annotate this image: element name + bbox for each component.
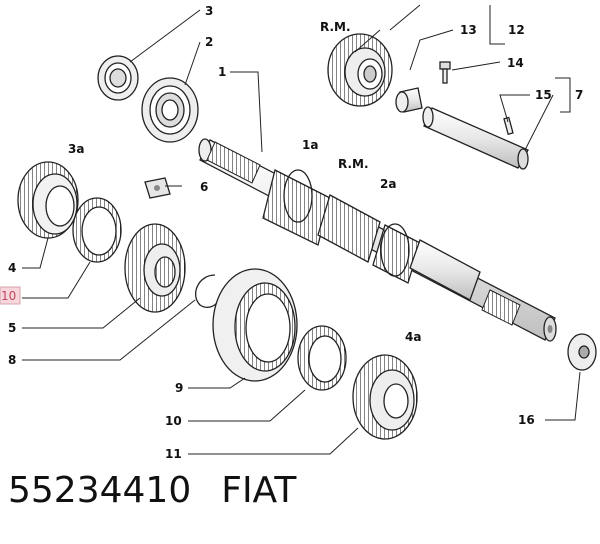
label-4: 4 [8, 261, 16, 275]
bearing-3 [97, 55, 139, 101]
label-13: 13 [460, 23, 477, 37]
part-caption: 55234410 FIAT [8, 470, 326, 511]
label-4a: 4a [405, 330, 421, 344]
gear-4 [17, 161, 79, 239]
label-3: 3 [205, 4, 213, 18]
bolt-14 [439, 61, 451, 84]
brand-name: FIAT [221, 470, 297, 511]
pad-6 [144, 177, 171, 199]
sleeve-9 [212, 268, 298, 382]
label-9: 9 [175, 381, 183, 395]
part-number: 55234410 [8, 470, 192, 511]
label-6: 6 [200, 180, 208, 194]
label-14: 14 [507, 56, 524, 70]
main-shaft [198, 138, 557, 342]
label-3a: 3a [68, 142, 84, 156]
reverse-gear [327, 33, 393, 107]
label-16: 16 [518, 413, 535, 427]
leader-lines [22, 4, 581, 455]
bearing-2 [141, 77, 199, 143]
reverse-shaft [422, 106, 529, 170]
washer-16 [567, 333, 597, 371]
label-1: 1 [218, 65, 226, 79]
label-7: 7 [575, 88, 583, 102]
label-12: 12 [508, 23, 525, 37]
label-1a: 1a [302, 138, 318, 152]
bushing-13 [395, 87, 423, 113]
label-5: 5 [8, 321, 16, 335]
label-rm-top: R.M. [320, 20, 351, 34]
synchro-ring-10-bottom [297, 325, 347, 391]
label-2: 2 [205, 35, 213, 49]
label-10-bottom: 10 [165, 414, 182, 428]
synchro-hub-5 [124, 223, 186, 313]
gear-11 [352, 354, 418, 440]
label-10-left: 10 [1, 289, 16, 303]
label-11: 11 [165, 447, 182, 461]
label-2a: 2a [380, 177, 396, 191]
label-10-highlight [0, 286, 21, 305]
synchro-ring-10-left [72, 197, 122, 263]
label-8: 8 [8, 353, 16, 367]
label-15: 15 [535, 88, 552, 102]
label-rm-mid: R.M. [338, 157, 369, 171]
